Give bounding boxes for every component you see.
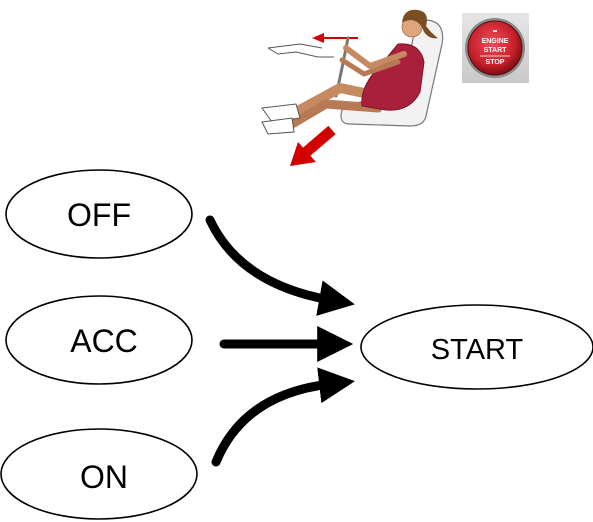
- driver-torso: [361, 43, 425, 111]
- state-on: ON: [0, 428, 198, 520]
- state-off: OFF: [5, 169, 193, 259]
- driver-arms: [339, 45, 407, 77]
- arrow-off-to-start: [205, 215, 355, 316]
- button-text-stop: STOP: [486, 59, 505, 66]
- state-off-ellipse: [5, 169, 193, 259]
- button-text-start: START: [484, 47, 508, 54]
- button-face: [467, 20, 523, 76]
- state-start: START: [360, 304, 593, 390]
- state-off-label: OFF: [67, 197, 131, 233]
- state-acc-label: ACC: [70, 323, 138, 359]
- brake-direction-arrow: [290, 125, 336, 166]
- state-start-ellipse: [360, 304, 593, 390]
- button-text-engine: ENGINE: [482, 38, 509, 45]
- push-arrow-small: [312, 33, 358, 43]
- transition-arrows: [205, 215, 356, 467]
- driver-shoes: [261, 103, 301, 135]
- button-indicator-led: [493, 30, 497, 32]
- state-acc: ACC: [5, 295, 193, 385]
- dashboard-outline: [267, 43, 334, 58]
- state-on-ellipse: [0, 428, 198, 520]
- state-on-label: ON: [80, 459, 128, 495]
- driver-illustration: [261, 9, 444, 166]
- driver-head: [401, 9, 438, 39]
- engine-start-stop-button: ENGINE START STOP: [462, 13, 529, 83]
- state-start-label: START: [431, 334, 524, 366]
- arrow-on-to-start: [211, 367, 356, 467]
- state-acc-ellipse: [5, 295, 193, 385]
